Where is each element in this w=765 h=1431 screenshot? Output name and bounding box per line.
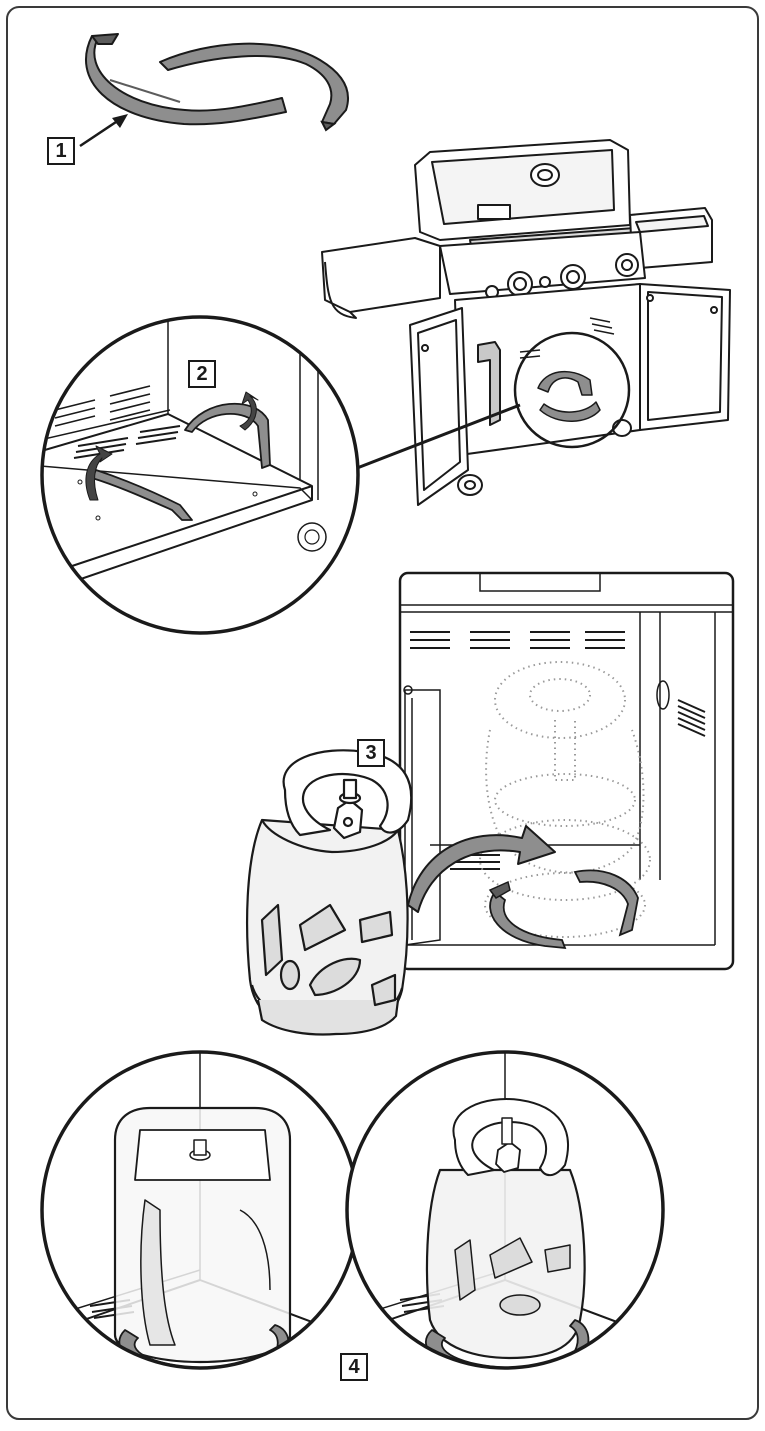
page-frame: [6, 6, 759, 1420]
arrow-icon: [79, 114, 128, 148]
step-1-label: 1: [47, 137, 75, 165]
result-circle-round-tank: [345, 1050, 665, 1370]
result-circle-square-tank: [40, 1050, 360, 1370]
gas-tank-step3: [246, 749, 413, 1036]
zoom-circle-step2: [40, 315, 360, 635]
step-2-label: 2: [188, 360, 216, 388]
curved-arrow-icon: [407, 825, 556, 913]
ring-halves-part: [85, 33, 350, 132]
step-3-label: 3: [357, 739, 385, 767]
cabinet-panel-step3: [398, 571, 735, 971]
callout-connector: [351, 403, 521, 472]
step-4-label: 4: [340, 1353, 368, 1381]
grill-overview: [321, 139, 731, 506]
